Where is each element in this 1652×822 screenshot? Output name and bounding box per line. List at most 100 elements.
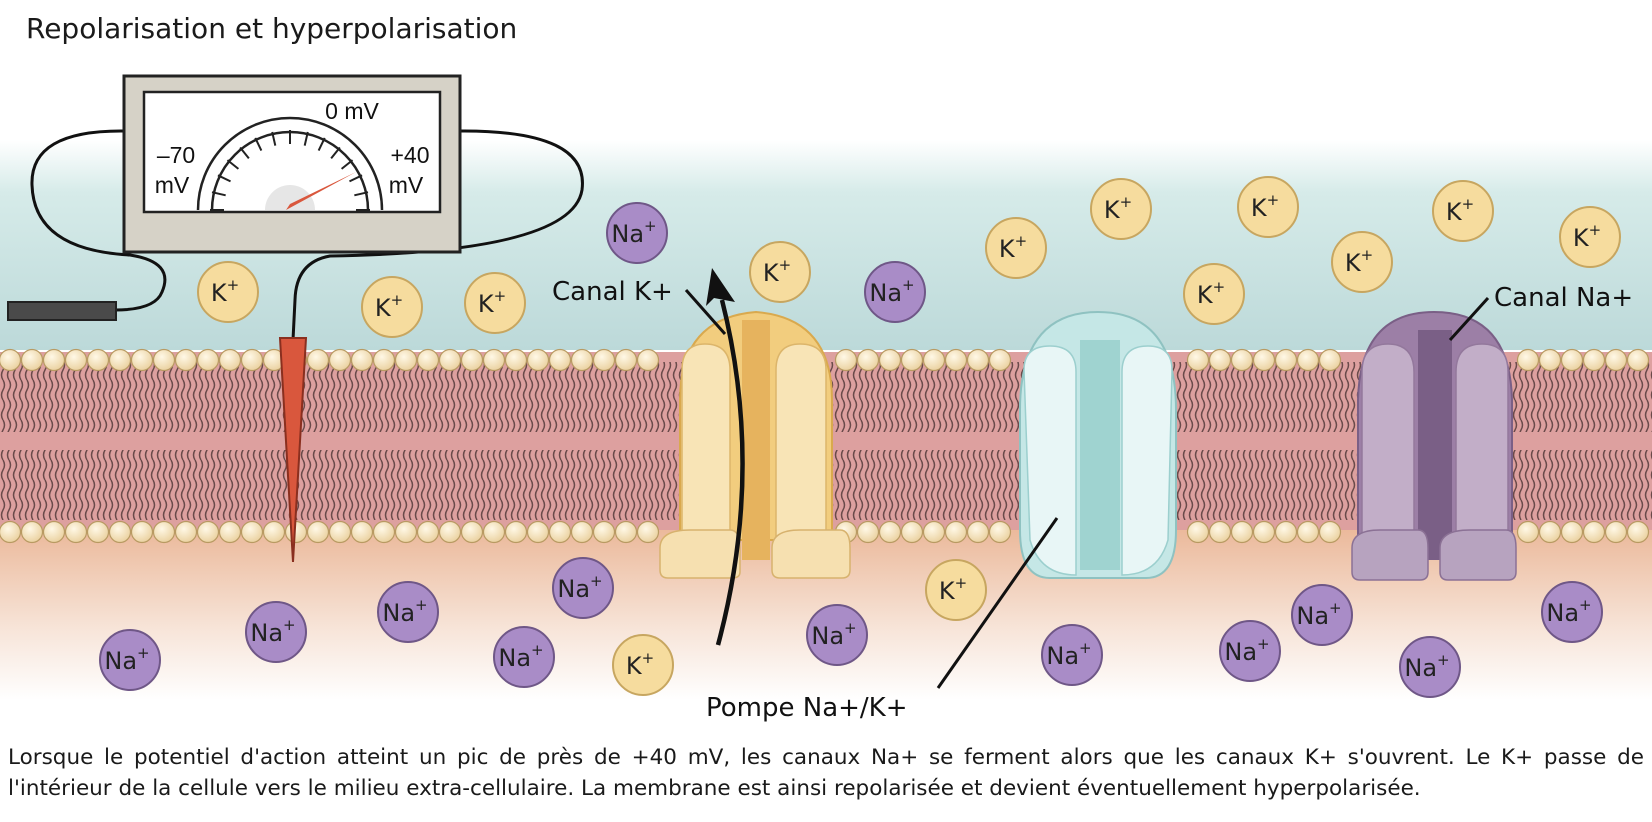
phospholipid-head bbox=[306, 520, 330, 544]
sodium-ion: Na+ bbox=[377, 581, 439, 643]
phospholipid-head bbox=[526, 348, 550, 372]
inner-phospholipid-heads bbox=[0, 520, 1650, 544]
pump-leader bbox=[936, 517, 1059, 689]
phospholipid-head bbox=[42, 520, 66, 544]
phospholipid-head bbox=[922, 348, 946, 372]
potassium-ion: K+ bbox=[925, 559, 987, 621]
phospholipid-head bbox=[108, 348, 132, 372]
pump-label: Pompe Na+/K+ bbox=[706, 693, 908, 723]
phospholipid-head bbox=[592, 348, 616, 372]
phospholipid-head bbox=[86, 348, 110, 372]
phospholipid-head bbox=[614, 520, 638, 544]
phospholipid-head bbox=[592, 520, 616, 544]
phospholipid-head bbox=[1208, 520, 1232, 544]
phospholipid-head bbox=[350, 348, 374, 372]
phospholipid-head bbox=[196, 520, 220, 544]
svg-text:Na+: Na+ bbox=[611, 217, 656, 248]
phospholipid-head bbox=[1296, 520, 1320, 544]
phospholipid-head bbox=[878, 348, 902, 372]
phospholipid-head bbox=[636, 348, 660, 372]
diagram-title: Repolarisation et hyperpolarisation bbox=[26, 12, 518, 45]
phospholipid-head bbox=[328, 520, 352, 544]
phospholipid-head bbox=[1318, 520, 1342, 544]
potassium-ion: K+ bbox=[749, 241, 811, 303]
phospholipid-head bbox=[988, 520, 1012, 544]
phospholipid-head bbox=[1318, 348, 1342, 372]
potassium-ion: K+ bbox=[1559, 206, 1621, 268]
voltmeter-wires bbox=[30, 129, 584, 341]
phospholipid-head bbox=[130, 348, 154, 372]
svg-text:Na+: Na+ bbox=[1046, 639, 1091, 670]
phospholipid-head bbox=[460, 348, 484, 372]
phospholipid-head bbox=[1582, 520, 1606, 544]
phospholipid-head bbox=[856, 348, 880, 372]
phospholipid-head bbox=[240, 520, 264, 544]
phospholipid-head bbox=[1538, 520, 1562, 544]
phospholipid-head bbox=[878, 520, 902, 544]
phospholipid-head bbox=[152, 348, 176, 372]
sodium-ion: Na+ bbox=[606, 202, 668, 264]
phospholipid-head bbox=[900, 520, 924, 544]
phospholipid-head bbox=[108, 520, 132, 544]
phospholipid-head bbox=[174, 520, 198, 544]
phospholipid-head bbox=[130, 520, 154, 544]
phospholipid-head bbox=[570, 520, 594, 544]
phospholipid-head bbox=[548, 520, 572, 544]
sodium-ion: Na+ bbox=[1541, 581, 1603, 643]
phospholipid-head bbox=[548, 348, 572, 372]
outer-phospholipid-heads bbox=[0, 348, 1650, 372]
k-channel-leader bbox=[684, 289, 727, 335]
potassium-ion: K+ bbox=[1090, 178, 1152, 240]
phospholipid-head bbox=[1252, 348, 1276, 372]
phospholipid-head bbox=[1230, 520, 1254, 544]
meter-min-value: –70 bbox=[157, 142, 195, 168]
phospholipid-head bbox=[922, 520, 946, 544]
phospholipid-head bbox=[460, 520, 484, 544]
phospholipid-head bbox=[1296, 348, 1320, 372]
svg-text:K+: K+ bbox=[763, 256, 791, 287]
sodium-ion: Na+ bbox=[493, 626, 555, 688]
phospholipid-head bbox=[966, 348, 990, 372]
phospholipid-head bbox=[1626, 520, 1650, 544]
phospholipid-head bbox=[900, 348, 924, 372]
phospholipid-head bbox=[20, 520, 44, 544]
potassium-ion: K+ bbox=[612, 634, 674, 696]
phospholipid-head bbox=[944, 348, 968, 372]
phospholipid-head bbox=[1274, 520, 1298, 544]
phospholipid-head bbox=[614, 348, 638, 372]
phospholipid-head bbox=[1252, 520, 1276, 544]
phospholipid-head bbox=[438, 520, 462, 544]
potassium-ion: K+ bbox=[361, 276, 423, 338]
phospholipid-head bbox=[1538, 348, 1562, 372]
phospholipid-head bbox=[636, 520, 660, 544]
phospholipid-head bbox=[944, 520, 968, 544]
potassium-efflux-arrow bbox=[706, 268, 745, 646]
sodium-ion: Na+ bbox=[864, 261, 926, 323]
phospholipid-head bbox=[482, 348, 506, 372]
voltmeter-needle bbox=[286, 172, 356, 210]
phospholipid-head bbox=[1560, 520, 1584, 544]
phospholipid-head bbox=[240, 348, 264, 372]
phospholipid-head bbox=[504, 520, 528, 544]
phospholipid-head bbox=[570, 348, 594, 372]
meter-min-unit: mV bbox=[155, 172, 190, 198]
sodium-ion: Na+ bbox=[806, 604, 868, 666]
sodium-ion: Na+ bbox=[1291, 584, 1353, 646]
phospholipid-head bbox=[1604, 520, 1628, 544]
callouts: Canal K+ Canal Na+ Pompe Na+/K+ bbox=[552, 277, 1633, 723]
sodium-ion: Na+ bbox=[1399, 636, 1461, 698]
figure-caption: Lorsque le potentiel d'action atteint un… bbox=[8, 745, 1644, 801]
phospholipid-head bbox=[372, 348, 396, 372]
phospholipid-head bbox=[64, 520, 88, 544]
potassium-ion: K+ bbox=[1432, 180, 1494, 242]
phospholipid-head bbox=[218, 520, 242, 544]
voltmeter: 0 mV –70 mV +40 mV bbox=[122, 74, 462, 254]
phospholipid-head bbox=[394, 348, 418, 372]
phospholipid-head bbox=[416, 348, 440, 372]
phospholipid-head bbox=[1186, 348, 1210, 372]
phospholipid-head bbox=[1582, 348, 1606, 372]
voltmeter-scale-ticks bbox=[210, 130, 370, 211]
sodium-ion: Na+ bbox=[1219, 620, 1281, 682]
phospholipid-head bbox=[0, 348, 22, 372]
phospholipid-head bbox=[262, 520, 286, 544]
